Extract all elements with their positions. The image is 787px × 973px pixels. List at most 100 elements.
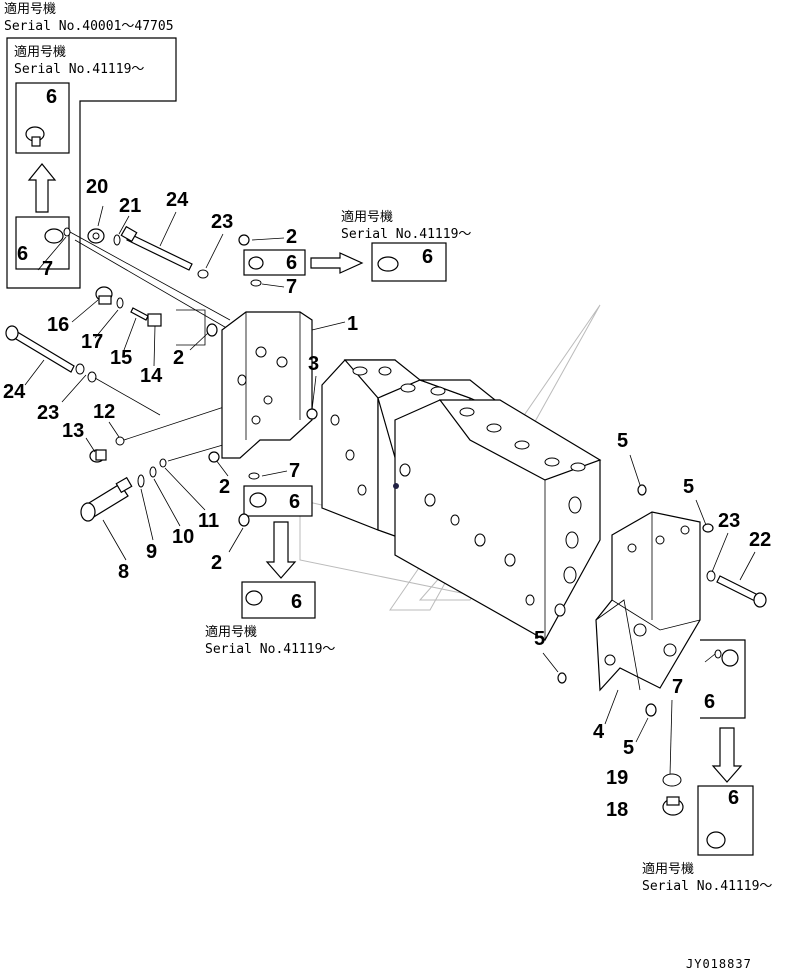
top-detail: 2 6 7 適用号機 Serial No.41119～ 6 [238,209,471,298]
plug-icon [645,703,657,717]
label-12: 12 [93,401,115,423]
label-23c: 23 [718,510,740,532]
label-6e: 6 [289,491,300,513]
o-ring-icon [116,297,124,309]
drawing-code: JY018837 [686,957,752,971]
label-23b: 23 [37,402,59,424]
label-6g: 6 [704,691,715,713]
label-11: 11 [198,510,219,532]
label-7d: 7 [672,676,683,698]
label-7a: 7 [42,258,53,280]
end-cover-1 [221,311,313,459]
lower-bolt-group: 24 23 [3,325,161,424]
plug-icon [238,234,250,246]
plug-icon [248,256,264,270]
plug-icon [662,796,684,816]
label-2a: 2 [173,347,184,369]
label-10: 10 [172,526,194,548]
long-bolt-icon [10,329,75,373]
label-7c: 7 [289,460,300,482]
inset-box-lower [15,216,70,270]
plug-icon [25,126,45,147]
plug-icon [249,492,267,508]
right-arrow-icon [310,252,364,274]
bottom-right-note-line2: Serial No.41119～ [642,879,772,894]
top-note-line1: 適用号機 [4,1,56,17]
o-ring-icon [159,458,167,468]
o-ring-icon [714,649,722,659]
label-2d: 2 [211,552,222,574]
o-ring-icon [137,474,145,488]
label-6a: 6 [46,86,57,108]
label-5a: 5 [617,430,628,452]
label-6b: 6 [17,243,28,265]
inset-note-line1: 適用号機 [14,44,66,60]
bottom-left-note-line2: Serial No.41119～ [205,642,335,657]
bottom-right-note-line1: 適用号機 [642,861,694,877]
label-3: 3 [308,353,319,375]
label-6f: 6 [291,591,302,613]
detail-box-bottom-right [697,785,754,856]
main-valve-body [221,311,602,641]
label-19: 19 [606,767,628,789]
label-23a: 23 [211,211,233,233]
inset-frame [6,37,177,289]
upper-bolt-group: 20 21 24 23 [86,176,233,279]
label-5d: 5 [623,737,634,759]
label-5b: 5 [683,476,694,498]
label-13: 13 [62,420,84,442]
plug-icon [377,256,399,272]
plug-icon [208,451,220,463]
label-17: 17 [81,331,103,353]
plug-icon [306,408,318,420]
piston-icon [147,313,162,327]
detail-frame-right [700,639,746,719]
label-7b: 7 [286,276,297,298]
label-8: 8 [118,561,129,583]
o-ring-icon [662,773,682,787]
leader-lines [69,231,231,331]
nut-icon [87,228,105,244]
up-arrow-icon [27,163,57,213]
label-4: 4 [593,721,605,743]
label-6h: 6 [728,787,739,809]
inset-box-upper [15,82,70,154]
plug-icon [95,286,113,305]
label-22: 22 [749,529,771,551]
top-left-inset: 適用号機 Serial No.40001～47705 適用号機 Serial N… [4,1,177,289]
valve-cartridge-icon [80,476,133,522]
plug-icon [238,513,250,527]
spring-icon [130,307,149,321]
center-note-line1: 適用号機 [341,209,393,225]
plug-icon [637,484,647,496]
inset-note-line2: Serial No.41119～ [14,62,144,77]
down-arrow-icon [265,521,297,579]
label-15: 15 [110,347,132,369]
washer-icon [197,269,209,279]
label-6c: 6 [286,252,297,274]
top-note-line2: Serial No.40001～47705 [4,19,174,34]
label-2c: 2 [219,476,230,498]
label-20: 20 [86,176,108,198]
label-9: 9 [146,541,157,563]
end-cover-4 [595,511,701,692]
plug-icon [706,831,726,849]
label-14: 14 [140,365,163,387]
detail-box-center [371,242,447,282]
label-2b: 2 [286,226,297,248]
label-5c: 5 [534,628,545,650]
long-bolt-icon [126,233,193,271]
center-note-line2: Serial No.41119～ [341,227,471,242]
bolt-icon [716,575,761,603]
right-side-group: 5 5 23 22 5 4 5 7 6 6 適用号機 Serial No.411… [534,430,772,894]
o-ring-icon [248,472,260,480]
label-18: 18 [606,799,628,821]
label-6d: 6 [422,246,433,268]
o-ring-icon [115,436,125,446]
o-ring-icon [250,279,262,287]
plug-icon [206,323,218,337]
label-24b: 24 [3,381,26,403]
washer-icon [75,363,85,375]
washer-icon [706,570,716,582]
